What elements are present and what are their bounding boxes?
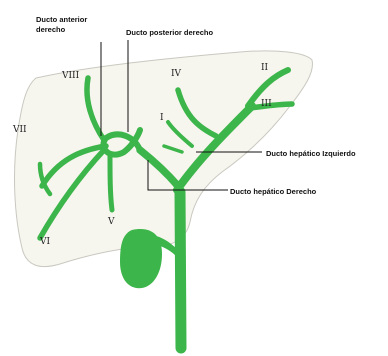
segment-label-ii: II bbox=[261, 63, 269, 73]
segment-label-vi: VI bbox=[39, 237, 50, 247]
posterior-right-duct-label: Ducto posterior derecho bbox=[126, 28, 214, 37]
anterior-right-duct-label: Ducto anterior derecho bbox=[36, 15, 89, 34]
right-hepatic-duct-label: Ducto hepático Derecho bbox=[230, 187, 317, 196]
common-bile-duct bbox=[180, 192, 181, 348]
anterior-right-duct-line2: derecho bbox=[36, 25, 66, 34]
segment-label-v: V bbox=[107, 217, 115, 227]
segment-label-viii: VIII bbox=[61, 71, 80, 81]
left-hepatic-duct-label: Ducto hepático Izquierdo bbox=[266, 149, 356, 158]
segment-label-vii: VII bbox=[12, 125, 27, 135]
segment-label-iii: III bbox=[261, 99, 272, 109]
segment-label-i: I bbox=[160, 113, 164, 123]
anterior-right-duct-line1: Ducto anterior bbox=[36, 15, 87, 24]
segment-v-branch bbox=[110, 154, 112, 210]
segment-label-iv: IV bbox=[171, 69, 182, 79]
